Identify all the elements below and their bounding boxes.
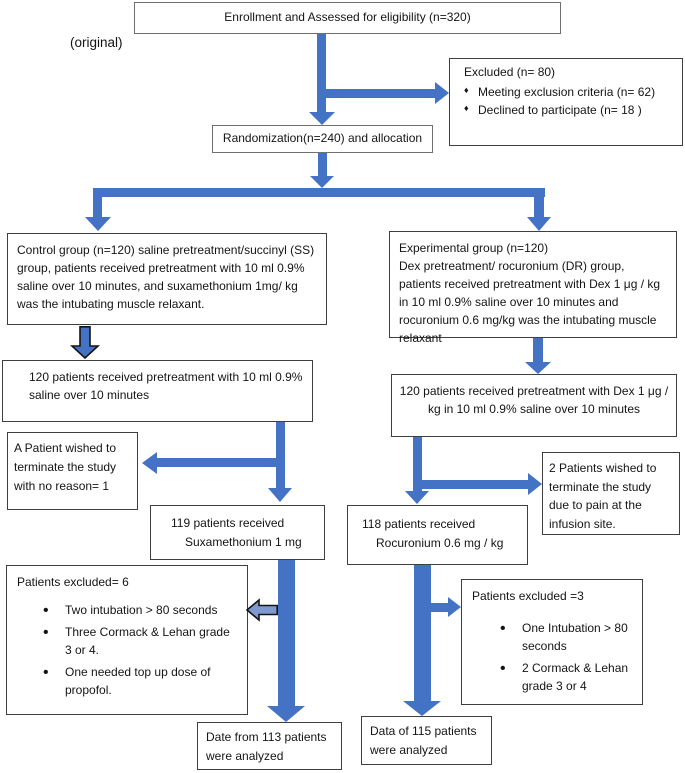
excluded-6-item: Two intubation > 80 seconds — [43, 599, 237, 623]
arrow-head — [405, 491, 429, 504]
dex-120-box: 120 patients received pretreatment with … — [391, 374, 677, 437]
arrow-head — [403, 701, 441, 716]
terminate-2-line: 2 Patients wished to — [549, 461, 657, 475]
arrow-shaft — [413, 437, 422, 491]
excluded-6-box: Patients excluded= 6 Two intubation > 80… — [6, 565, 248, 715]
excluded-item: Meeting exclusion criteria (n= 62) — [464, 83, 676, 101]
arrow-head — [142, 452, 157, 474]
split-right-shaft — [534, 188, 544, 217]
suxamethonium-119-line: Suxamethonium 1 mg — [185, 535, 302, 550]
split-left-shaft — [93, 188, 102, 217]
split-left-head — [85, 217, 111, 231]
arrow-head — [268, 488, 292, 502]
control-group-text: Control group (n=120) saline pretreatmen… — [17, 243, 315, 311]
excluded-3-list: One Intubation > 80 seconds 2 Cormack & … — [468, 617, 636, 695]
experimental-group-line: Experimental group (n=120) — [399, 241, 549, 255]
terminate-1-line: A Patient wished to — [14, 441, 117, 455]
control-group-box: Control group (n=120) saline pretreatmen… — [7, 233, 327, 325]
experimental-group-box: Experimental group (n=120) Dex pretreatm… — [389, 231, 677, 345]
arrow-shaft — [424, 603, 448, 612]
excluded-3-title: Patients excluded =3 — [472, 589, 584, 603]
analyzed-115-box: Data of 115 patients were analyzed — [361, 716, 492, 765]
analyzed-113-box: Date from 113 patients were analyzed — [197, 722, 342, 770]
rocuronium-118-box: 118 patients received Rocuronium 0.6 mg … — [347, 505, 528, 565]
arrow-shaft — [533, 338, 543, 362]
excluded-list: Meeting exclusion criteria (n= 62) Decli… — [456, 83, 676, 119]
terminate-1-line: with no reason= 1 — [14, 479, 110, 494]
dex-120-line: kg in 10 ml 0.9% saline over 10 minutes — [427, 402, 641, 416]
arrow-shaft — [278, 560, 295, 706]
terminate-1-line: terminate the study — [14, 460, 117, 475]
experimental-group-line: Dex pretreatment/ rocuronium (DR) group,… — [399, 259, 661, 345]
saline-120-box: 120 patients received pretreatment with … — [2, 360, 313, 422]
analyzed-113-line: were analyzed — [206, 749, 284, 764]
excluded-item: Declined to participate (n= 18 ) — [464, 101, 676, 119]
arrow-head — [435, 82, 449, 104]
arrow-head — [528, 473, 542, 495]
analyzed-113-line: Date from 113 patients — [206, 730, 327, 744]
terminate-2-line: terminate the study — [549, 479, 652, 494]
rocuronium-118-line: Rocuronium 0.6 mg / kg — [376, 536, 504, 551]
arrow-shaft — [414, 565, 431, 701]
arrow-to-excluded-6 — [246, 598, 278, 622]
arrow-shaft — [417, 480, 528, 489]
arrow-control-down — [70, 326, 100, 359]
analyzed-115-line: Data of 115 patients — [370, 724, 477, 738]
terminate-2-line: infusion site. — [549, 516, 616, 531]
excluded-3-item: 2 Cormack & Lehan grade 3 or 4 — [500, 657, 632, 695]
terminate-1-box: A Patient wished to terminate the study … — [7, 432, 138, 510]
excluded-6-item: One needed top up dose of propofol. — [43, 661, 237, 699]
arrow-head — [525, 362, 551, 374]
excluded-3-box: Patients excluded =3 One Intubation > 80… — [461, 579, 643, 705]
split-right-head — [527, 217, 551, 231]
arrow-head — [310, 176, 334, 188]
excluded-box: Excluded (n= 80) Meeting exclusion crite… — [449, 58, 683, 146]
excluded-title: Excluded (n= 80) — [464, 65, 556, 79]
saline-120-line: saline over 10 minutes — [29, 388, 150, 402]
original-note: (original) — [70, 35, 123, 50]
dex-120-line: 120 patients received pretreatment with … — [399, 384, 669, 398]
saline-120-line: 120 patients received pretreatment with … — [29, 370, 303, 384]
excluded-6-item: Three Cormack & Lehan grade 3 or 4. — [43, 621, 237, 659]
split-bar — [93, 188, 545, 197]
arrow-shaft — [276, 422, 285, 488]
arrow-head — [309, 112, 335, 125]
excluded-6-title: Patients excluded= 6 — [17, 575, 129, 589]
enrollment-text: Enrollment and Assessed for eligibility … — [224, 10, 471, 25]
suxamethonium-119-box: 119 patients received Suxamethonium 1 mg — [150, 505, 325, 560]
arrow-head — [448, 597, 461, 617]
rocuronium-118-line: 118 patients received — [362, 517, 476, 531]
arrow-shaft — [157, 458, 285, 467]
randomization-text: Randomization(n=240) and allocation — [222, 131, 423, 146]
enrollment-box: Enrollment and Assessed for eligibility … — [134, 2, 561, 34]
analyzed-115-line: were analyzed — [370, 743, 448, 758]
arrow-shaft — [318, 153, 327, 176]
excluded-6-list: Two intubation > 80 seconds Three Cormac… — [13, 599, 241, 699]
arrow-head — [267, 706, 305, 722]
suxamethonium-119-line: 119 patients received — [171, 516, 285, 530]
randomization-box: Randomization(n=240) and allocation — [212, 125, 433, 153]
terminate-2-box: 2 Patients wished to terminate the study… — [542, 452, 680, 535]
arrow-shaft — [317, 34, 326, 112]
terminate-2-line: due to pain at the — [549, 498, 642, 513]
excluded-3-item: One Intubation > 80 seconds — [500, 617, 632, 655]
arrow-shaft — [322, 89, 435, 98]
